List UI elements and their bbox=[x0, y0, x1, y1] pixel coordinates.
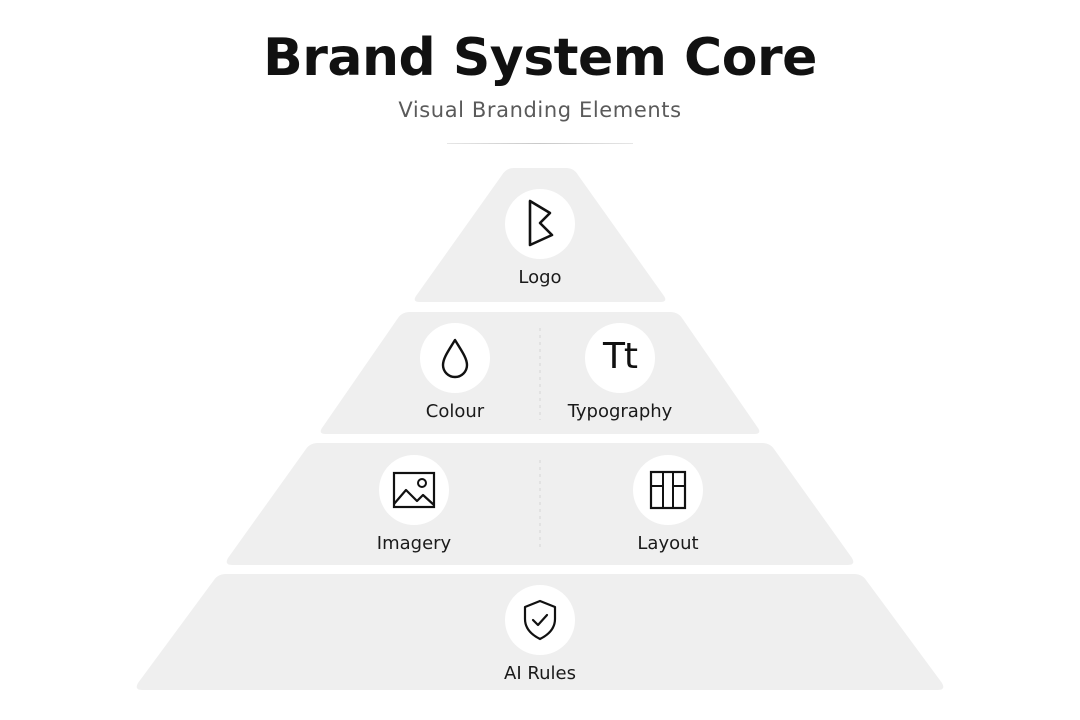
page-title: Brand System Core bbox=[263, 28, 817, 88]
tier-label-layout: Layout bbox=[637, 533, 699, 554]
pyramid-item-ai-rules: AI Rules bbox=[460, 585, 620, 685]
image-icon bbox=[391, 470, 437, 510]
typography-icon-circle: Tt bbox=[585, 323, 655, 393]
layout-grid-icon bbox=[648, 469, 688, 511]
tier-label-imagery: Imagery bbox=[376, 533, 452, 554]
droplet-icon bbox=[437, 336, 473, 380]
logo-icon-circle bbox=[505, 189, 575, 259]
pyramid-item-imagery: Imagery bbox=[334, 455, 494, 555]
tier-label-ai-rules: AI Rules bbox=[504, 663, 576, 684]
typography-icon: Tt bbox=[602, 336, 638, 377]
tier-label-logo: Logo bbox=[518, 267, 562, 288]
ai-rules-icon-circle bbox=[505, 585, 575, 655]
logo-b-icon bbox=[522, 197, 558, 251]
pyramid-item-logo: Logo bbox=[460, 189, 620, 289]
imagery-icon-circle bbox=[379, 455, 449, 525]
pyramid-item-layout: Layout bbox=[588, 455, 748, 555]
shield-check-icon bbox=[520, 598, 560, 642]
pyramid-item-colour: Colour bbox=[375, 323, 535, 423]
colour-icon-circle bbox=[420, 323, 490, 393]
tier-label-colour: Colour bbox=[425, 401, 485, 422]
layout-icon-circle bbox=[633, 455, 703, 525]
title-divider bbox=[447, 143, 633, 144]
page-subtitle: Visual Branding Elements bbox=[398, 98, 682, 122]
tier-label-typography: Typography bbox=[567, 401, 673, 422]
pyramid-item-typography: Tt Typography bbox=[540, 323, 700, 423]
